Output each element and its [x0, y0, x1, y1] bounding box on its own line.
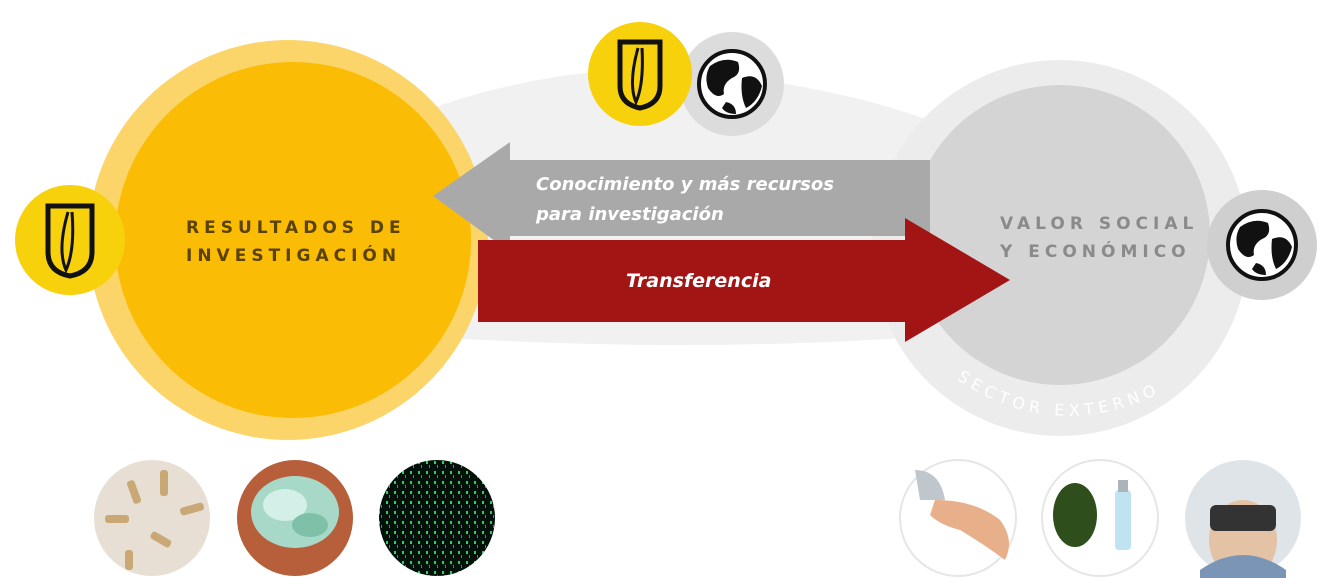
- forward-arrow: [478, 218, 1010, 342]
- globe-icon: [1226, 209, 1298, 281]
- right-circle-line2: Y ECONÓMICO: [1000, 242, 1191, 262]
- back-arrow-label: Conocimiento y más recursos para investi…: [536, 170, 834, 230]
- back-arrow-line1: Conocimiento y más recursos: [536, 174, 834, 195]
- thumbnail-avocado-spray: [1041, 459, 1159, 577]
- thumbnail-binary-code: [379, 460, 495, 576]
- right-circle-label: VALOR SOCIAL Y ECONÓMICO: [1000, 210, 1220, 266]
- left-university-circle: [15, 185, 125, 295]
- left-circle-label: RESULTADOS DE INVESTIGACIÓN: [186, 214, 426, 270]
- top-university-circle: [588, 22, 692, 126]
- right-circle-line1: VALOR SOCIAL: [1000, 214, 1199, 234]
- globe-icon: [697, 49, 767, 119]
- left-circle-line1: RESULTADOS DE: [186, 218, 406, 238]
- thumbnail-wearable-device: [899, 459, 1017, 577]
- thumbnail-glass-fragments: [237, 460, 353, 576]
- thumbnail-vr-headset: [1185, 460, 1301, 578]
- back-arrow: [433, 142, 930, 252]
- forward-arrow-label: Transferencia: [626, 270, 772, 292]
- left-circle: [115, 62, 471, 418]
- left-circle-line2: INVESTIGACIÓN: [186, 246, 402, 266]
- university-shield-icon: [617, 39, 663, 111]
- university-shield-icon: [45, 203, 95, 279]
- thumbnail-wooden-pegs: [94, 460, 210, 576]
- back-arrow-line2: para investigación: [536, 204, 724, 225]
- right-circle: [910, 85, 1210, 385]
